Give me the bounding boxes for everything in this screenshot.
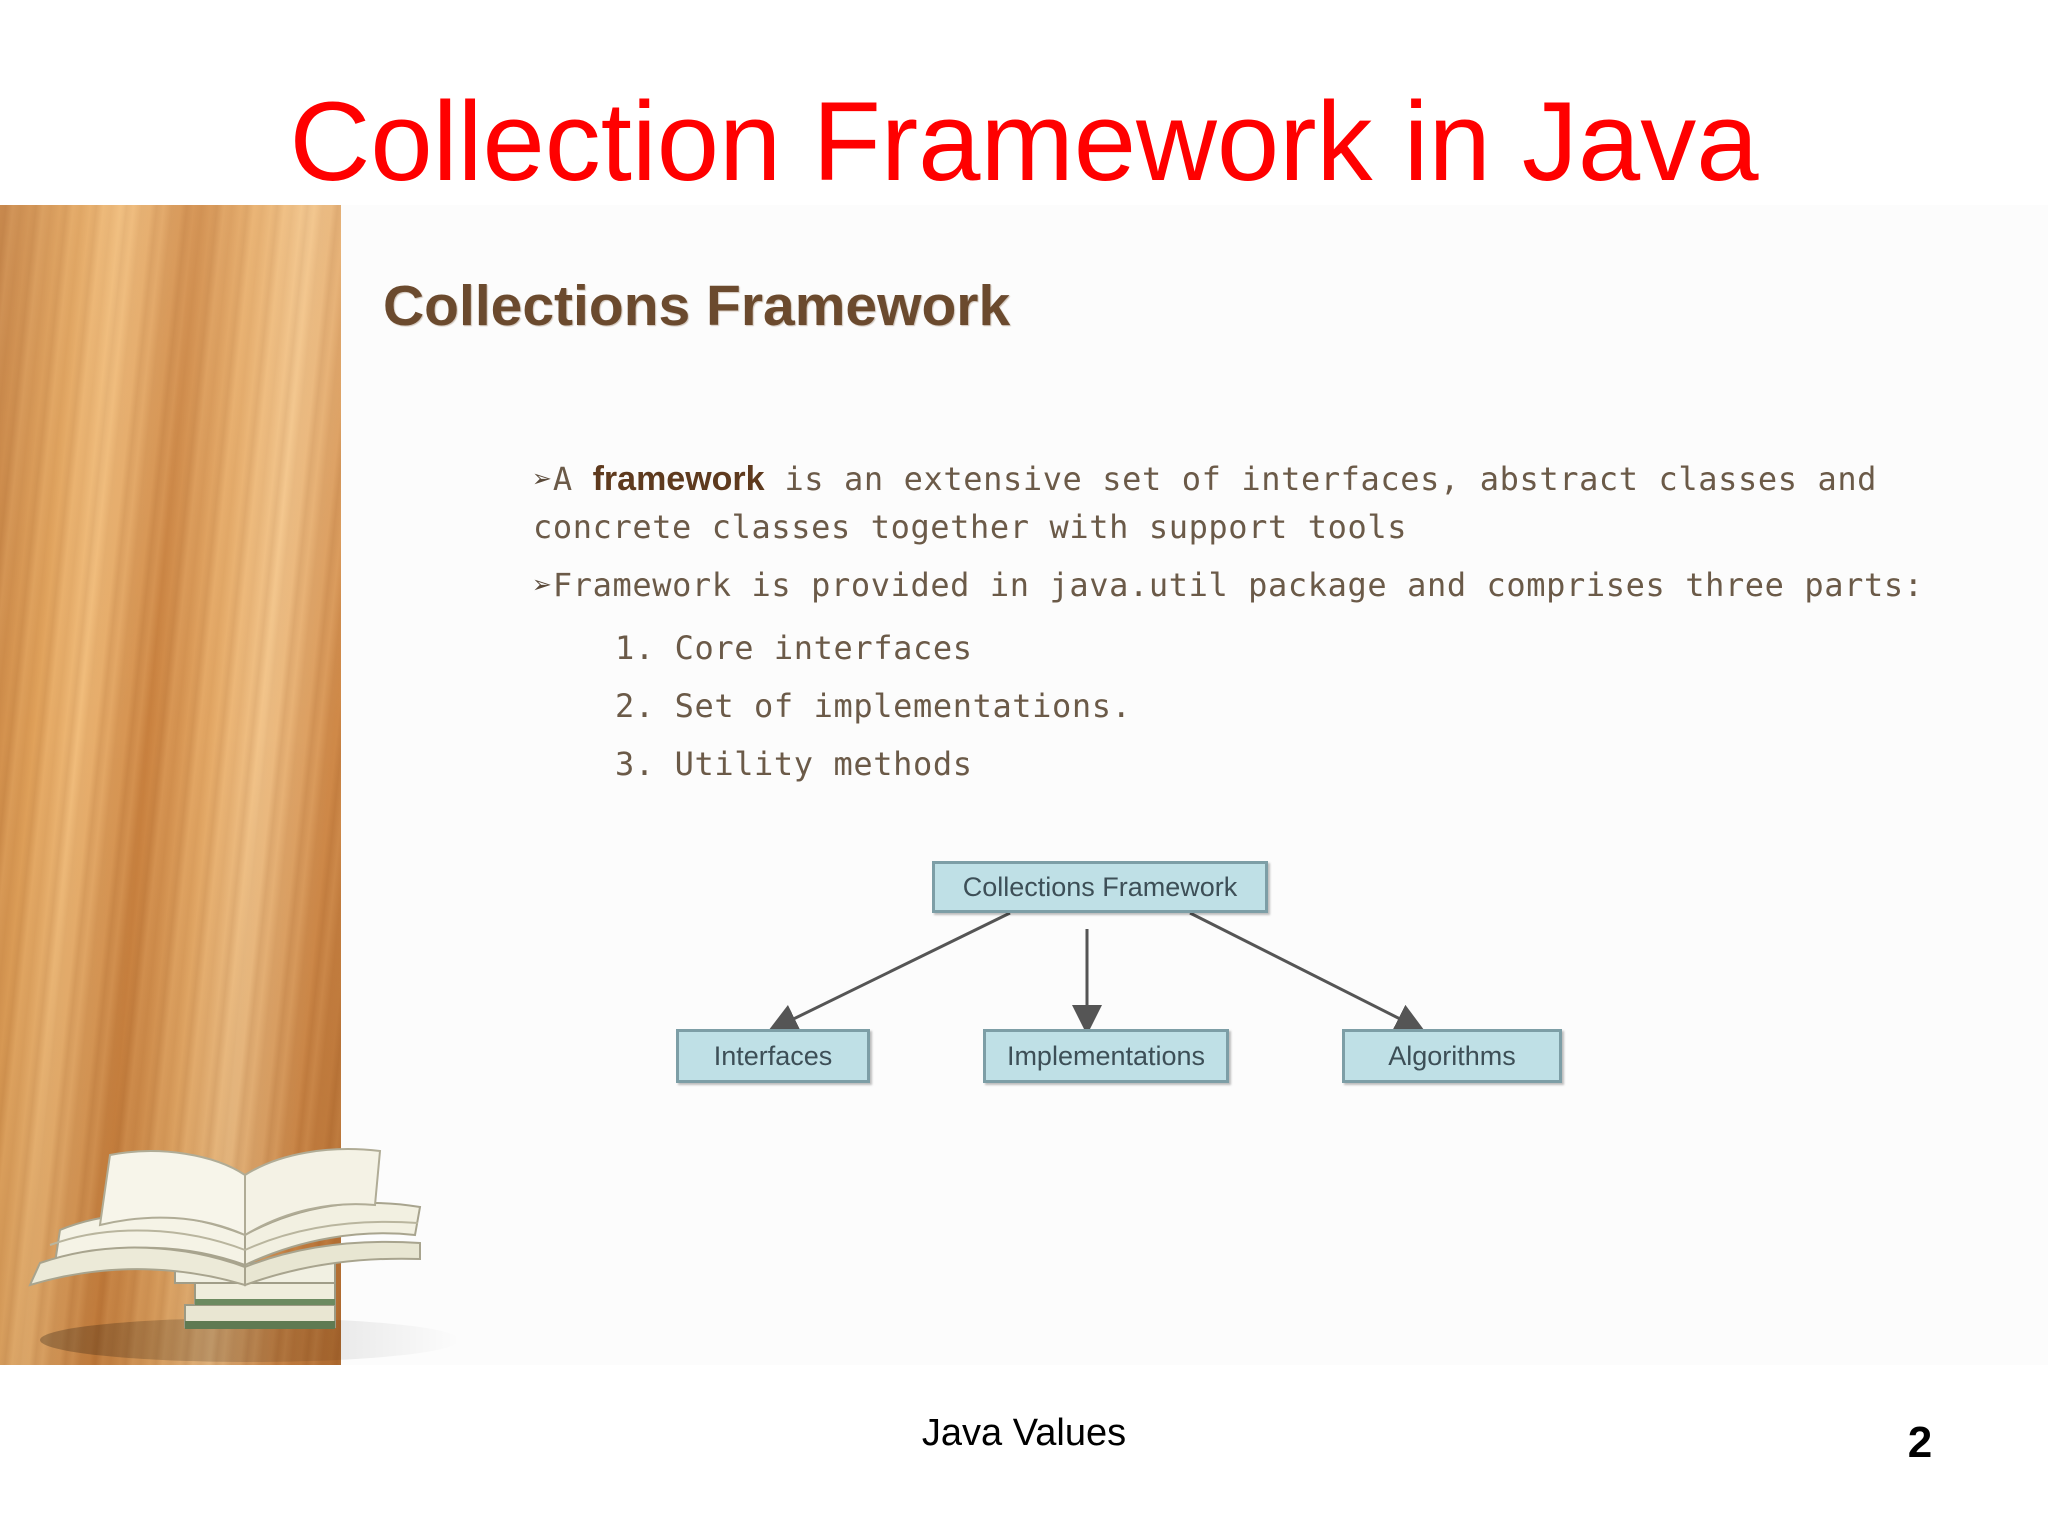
list-item: 1. Core interfaces: [615, 629, 973, 667]
page-number: 2: [1907, 1418, 1933, 1467]
diagram-node-implementations: Implementations: [983, 1029, 1229, 1083]
slide-title: Collection Framework in Java: [289, 79, 1759, 204]
bullet-arrow-icon: ➢: [533, 566, 553, 604]
connector-to-algorithms: [1189, 911, 1426, 1032]
books-illustration: [28, 1148, 460, 1362]
list-item: 3. Utility methods: [615, 745, 973, 783]
bullet-rest: is an extensive set of interfaces, abstr…: [533, 460, 1878, 546]
diagram-connectors: [767, 911, 1426, 1035]
content-panel: Collections Framework ➢A framework is an…: [0, 205, 2048, 1365]
bullet-framework-package: ➢Framework is provided in java.util pack…: [533, 561, 1993, 609]
connector-to-interfaces: [767, 911, 1011, 1032]
bullet-text: Framework is provided in java.util packa…: [552, 566, 1924, 604]
inner-heading: Collections Framework: [383, 274, 1011, 338]
diagram-node-algorithms: Algorithms: [1342, 1029, 1562, 1083]
wood-sidebar: [0, 205, 341, 1365]
content-text: ➢A framework is an extensive set of inte…: [533, 455, 1993, 793]
diagram-node-root: Collections Framework: [932, 861, 1268, 913]
list-item: 2. Set of implementations.: [615, 687, 1132, 725]
bullet-framework-definition: ➢A framework is an extensive set of inte…: [533, 455, 1993, 551]
framework-diagram: Collections Framework Interfaces Impleme…: [640, 845, 1580, 1105]
slide-footer: Java Values: [921, 1412, 1127, 1454]
bullet-arrow-icon: ➢: [533, 460, 553, 498]
bold-term: framework: [592, 460, 765, 498]
bullet-prefix: A: [552, 460, 593, 498]
parts-list: 1. Core interfaces 2. Set of implementat…: [533, 619, 1993, 793]
diagram-node-interfaces: Interfaces: [676, 1029, 870, 1083]
